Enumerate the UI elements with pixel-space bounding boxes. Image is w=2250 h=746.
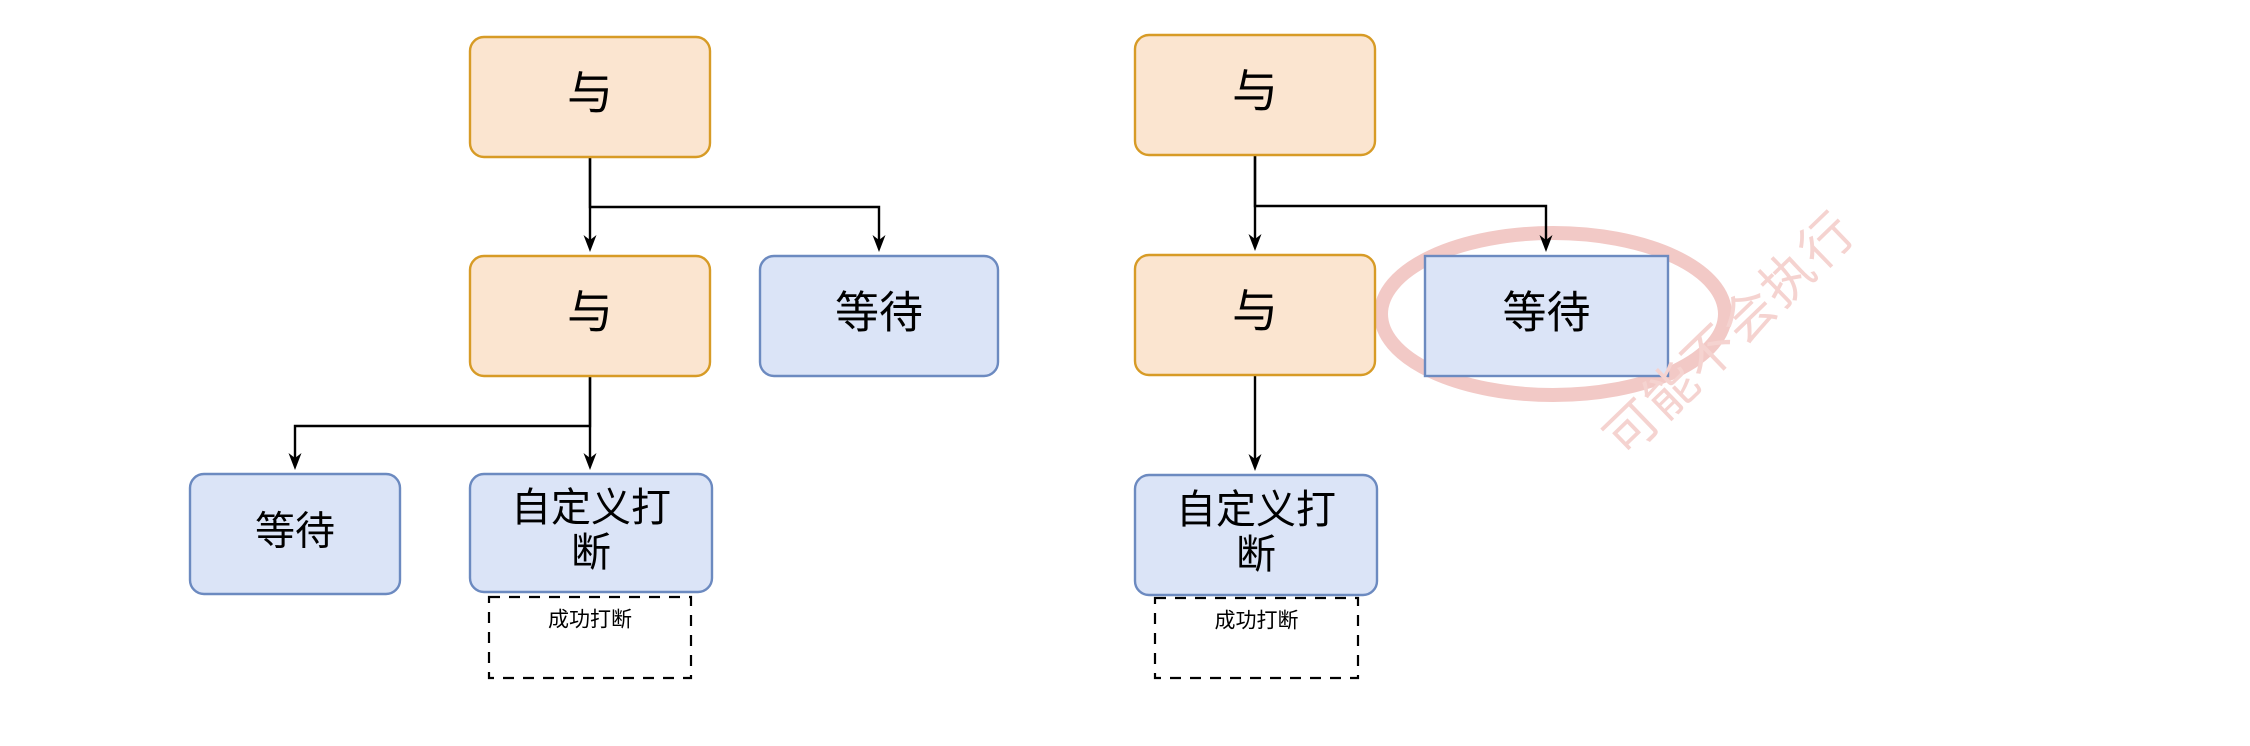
wait-node-level2-box[interactable] (758, 254, 1000, 378)
and-node-root[interactable]: 与 (468, 35, 712, 159)
wait-node-highlighted-label: 等待 (1503, 289, 1591, 338)
and-node-root-label: 与 (1232, 65, 1278, 117)
and-node-child[interactable]: 与 (468, 254, 712, 378)
custom-interrupt-node-box[interactable] (1133, 473, 1379, 597)
highlight-ellipse (1374, 226, 1732, 402)
edge-root-to-wait-arrowhead (872, 235, 886, 252)
wait-node-level2[interactable]: 等待 (758, 254, 1000, 378)
wait-node-level3[interactable]: 等待 (188, 472, 402, 596)
and-node-child-label: 与 (1232, 285, 1278, 337)
success-interrupt-annotation: 成功打断 (487, 595, 693, 680)
custom-interrupt-node-box[interactable] (468, 472, 714, 594)
edge-root-to-and-arrowhead (1248, 234, 1262, 251)
success-interrupt-annotation-box (1153, 596, 1360, 680)
success-interrupt-annotation-label: 成功打断 (548, 609, 632, 632)
and-node-child-box[interactable] (468, 254, 712, 378)
edge-and-to-custom-interrupt-arrowhead (1248, 454, 1262, 471)
normal-execution-tree: 成功打断与与等待等待自定义打断 (188, 35, 1000, 680)
edge-and-to-wait (288, 376, 592, 470)
and-node-child[interactable]: 与 (1133, 253, 1377, 377)
and-node-child-box[interactable] (1133, 253, 1377, 377)
success-interrupt-annotation-box (487, 595, 693, 680)
edge-and-to-wait-arrowhead (288, 453, 302, 470)
and-node-child-label: 与 (567, 286, 613, 338)
edge-root-to-wait (588, 157, 886, 252)
edge-root-to-and-arrowhead (583, 235, 597, 252)
wait-node-highlighted[interactable]: 等待 (1423, 254, 1670, 378)
custom-interrupt-node-label: 断 (1236, 533, 1276, 577)
custom-interrupt-node-label: 自定义打 (1176, 488, 1336, 532)
edge-and-to-custom-interrupt (1248, 375, 1262, 471)
wait-node-level3-box[interactable] (188, 472, 402, 596)
wait-node-level2-label: 等待 (835, 289, 923, 338)
edge-and-to-custom-interrupt-arrowhead (583, 453, 597, 470)
success-interrupt-annotation-label: 成功打断 (1215, 610, 1299, 633)
edge-and-to-wait-line (293, 376, 592, 462)
edge-root-to-wait-line (588, 157, 881, 244)
custom-interrupt-node-label: 自定义打 (511, 486, 671, 530)
wait-node-highlighted-box[interactable] (1423, 254, 1670, 378)
edge-and-to-custom-interrupt (583, 376, 597, 470)
edge-root-to-wait (1253, 155, 1553, 252)
and-node-root-label: 与 (567, 67, 613, 119)
edge-root-to-wait-arrowhead (1539, 235, 1553, 252)
and-node-root-box[interactable] (468, 35, 712, 159)
and-node-root[interactable]: 与 (1133, 33, 1377, 157)
interrupted-execution-tree: 成功打断与与等待自定义打断 (1133, 33, 1732, 680)
edge-root-to-wait-line (1253, 155, 1548, 244)
success-interrupt-annotation: 成功打断 (1153, 596, 1360, 680)
wait-node-level3-label: 等待 (255, 510, 335, 554)
custom-interrupt-node-label: 断 (571, 531, 611, 575)
and-node-root-box[interactable] (1133, 33, 1377, 157)
